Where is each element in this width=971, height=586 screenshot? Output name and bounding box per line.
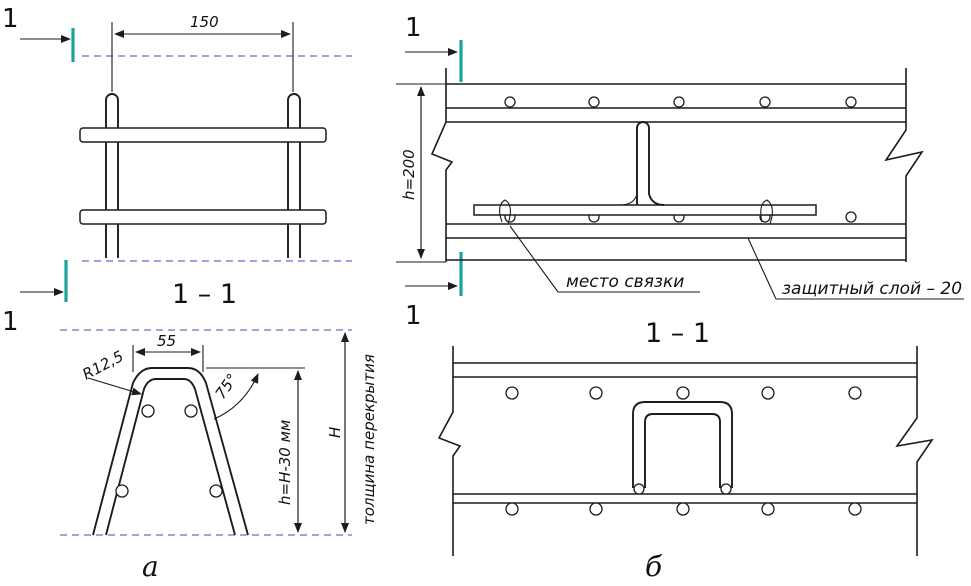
rebar-upper	[79, 127, 327, 143]
rebar-section-dot	[589, 502, 603, 516]
support-outer-outline	[92, 367, 249, 536]
section-marker-label-top-b: 1	[405, 13, 422, 43]
u-support-outer	[632, 401, 733, 488]
rebar-section-dot	[761, 502, 775, 516]
angle-label: 75°	[212, 370, 242, 402]
support-inner-outline	[105, 378, 236, 536]
protective-layer-note: защитный слой – 20	[782, 279, 962, 299]
radius-label: R12,5	[79, 347, 126, 383]
rebar-section-dot	[676, 502, 690, 516]
rebar-section-dot	[504, 96, 516, 108]
dim-label-55: 55	[157, 332, 176, 350]
height-label-h200: h=200	[400, 149, 418, 200]
rebar-section-dot	[505, 502, 519, 516]
rebar-section-dot	[673, 96, 685, 108]
u-support-inner	[644, 413, 721, 488]
rebar-section-dot	[633, 483, 645, 495]
panel-b-slab-section: 1 1	[396, 13, 964, 331]
support-base-bar	[473, 204, 817, 216]
rebar-section-dot	[759, 96, 771, 108]
rebar-section-dot	[848, 502, 862, 516]
section-marker-label-bottom: 1	[2, 307, 19, 337]
rebar-section-dot	[115, 484, 129, 498]
support-leg-left	[105, 93, 119, 258]
tie-location-note: место связки	[566, 272, 684, 292]
support-stem-fillet	[619, 193, 638, 206]
angle-arc	[213, 373, 259, 420]
rebar-section-dot	[761, 386, 775, 400]
support-vertical-stem	[636, 121, 665, 206]
radius-leader	[87, 377, 142, 396]
rebar-section-dot	[209, 484, 223, 498]
panel-label-a: а	[142, 550, 159, 583]
section-break-left	[437, 346, 462, 556]
height-label-h: h=H-30 мм	[276, 420, 294, 505]
panel-b-cross-section	[437, 346, 934, 556]
tie-wire-right	[760, 199, 773, 225]
rebar-section-dot	[848, 386, 862, 400]
tie-wire-left	[499, 199, 511, 225]
total-height-label: H	[326, 427, 344, 438]
section-marker-label-top: 1	[2, 4, 19, 34]
cover-note-leader	[747, 237, 777, 300]
rebar-section-dot	[845, 96, 857, 108]
section-title-b: 1 – 1	[645, 318, 710, 349]
panel-a-section: 55 R12,5 75° h=H-30 мм H толщина перекры…	[60, 329, 378, 536]
section-break-right	[895, 346, 934, 556]
slab-break-left	[430, 68, 454, 262]
panel-a-plan-view: 1 1 150	[2, 4, 352, 337]
rebar-section-dot	[720, 483, 732, 495]
rebar-section-dot	[184, 404, 198, 418]
rebar-section-dot	[676, 386, 690, 400]
rebar-section-dot	[505, 386, 519, 400]
dim-label-150: 150	[190, 13, 219, 31]
slab-break-right	[884, 68, 924, 262]
rebar-section-dot	[588, 96, 600, 108]
panel-label-b: б	[645, 550, 663, 583]
section-title-a: 1 – 1	[172, 279, 237, 310]
rebar-section-dot	[589, 386, 603, 400]
section-marker-label-bottom-b: 1	[405, 301, 422, 331]
slab-thickness-caption: толщина перекрытия	[360, 354, 378, 525]
tie-note-leader	[509, 225, 559, 293]
support-leg-right	[287, 93, 301, 258]
rebar-section-dot	[845, 211, 857, 223]
rebar-lower	[79, 209, 327, 225]
rebar-section-dot	[141, 404, 155, 418]
